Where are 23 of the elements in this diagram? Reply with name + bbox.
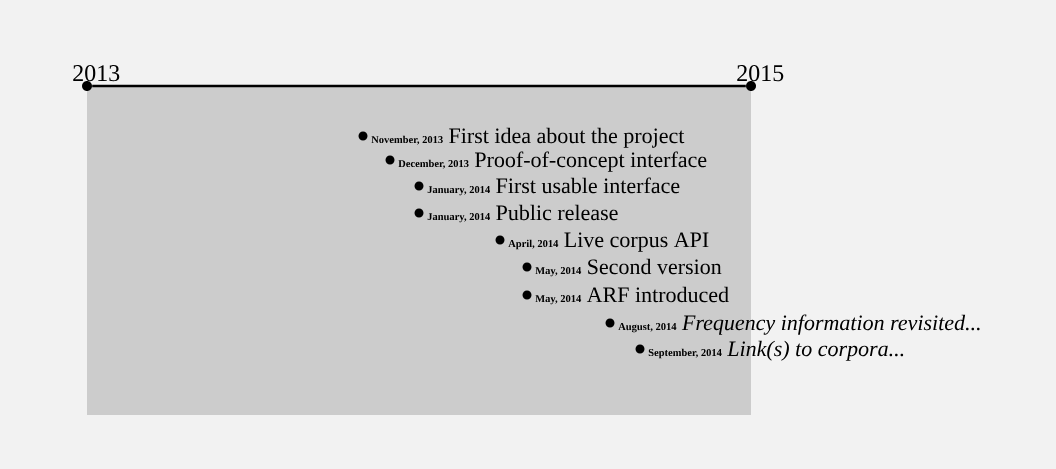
event-date: May, 2014	[535, 267, 582, 277]
event-description: First usable interface	[496, 177, 680, 194]
event-description: Link(s) to corpora...	[727, 340, 904, 361]
event-date: December, 2013	[398, 159, 469, 169]
node-label: 2015	[737, 65, 784, 82]
event-description: Frequency information revisited...	[681, 314, 980, 335]
event-date: January, 2014	[427, 186, 490, 196]
event-date: April, 2014	[508, 239, 559, 250]
timeline-endpoint: 2015	[737, 65, 784, 91]
event-date: May, 2014	[535, 295, 582, 305]
node-label: 2013	[73, 65, 120, 82]
event-date: August, 2014	[618, 323, 677, 333]
event-description: Live corpus API	[564, 232, 709, 252]
event-date: November, 2013	[371, 135, 443, 145]
event-date: January, 2014	[427, 213, 490, 223]
event-description: ARF introduced	[586, 286, 729, 303]
event-date: September, 2014	[648, 348, 722, 359]
event-description: First idea about the project	[449, 127, 685, 148]
event-description: Proof-of-concept interface	[475, 151, 707, 172]
event-description: Second version	[588, 258, 722, 275]
timeline-endpoint: 2013	[73, 65, 120, 91]
timeline-line	[92, 84, 746, 88]
event-description: Public release	[496, 204, 618, 221]
